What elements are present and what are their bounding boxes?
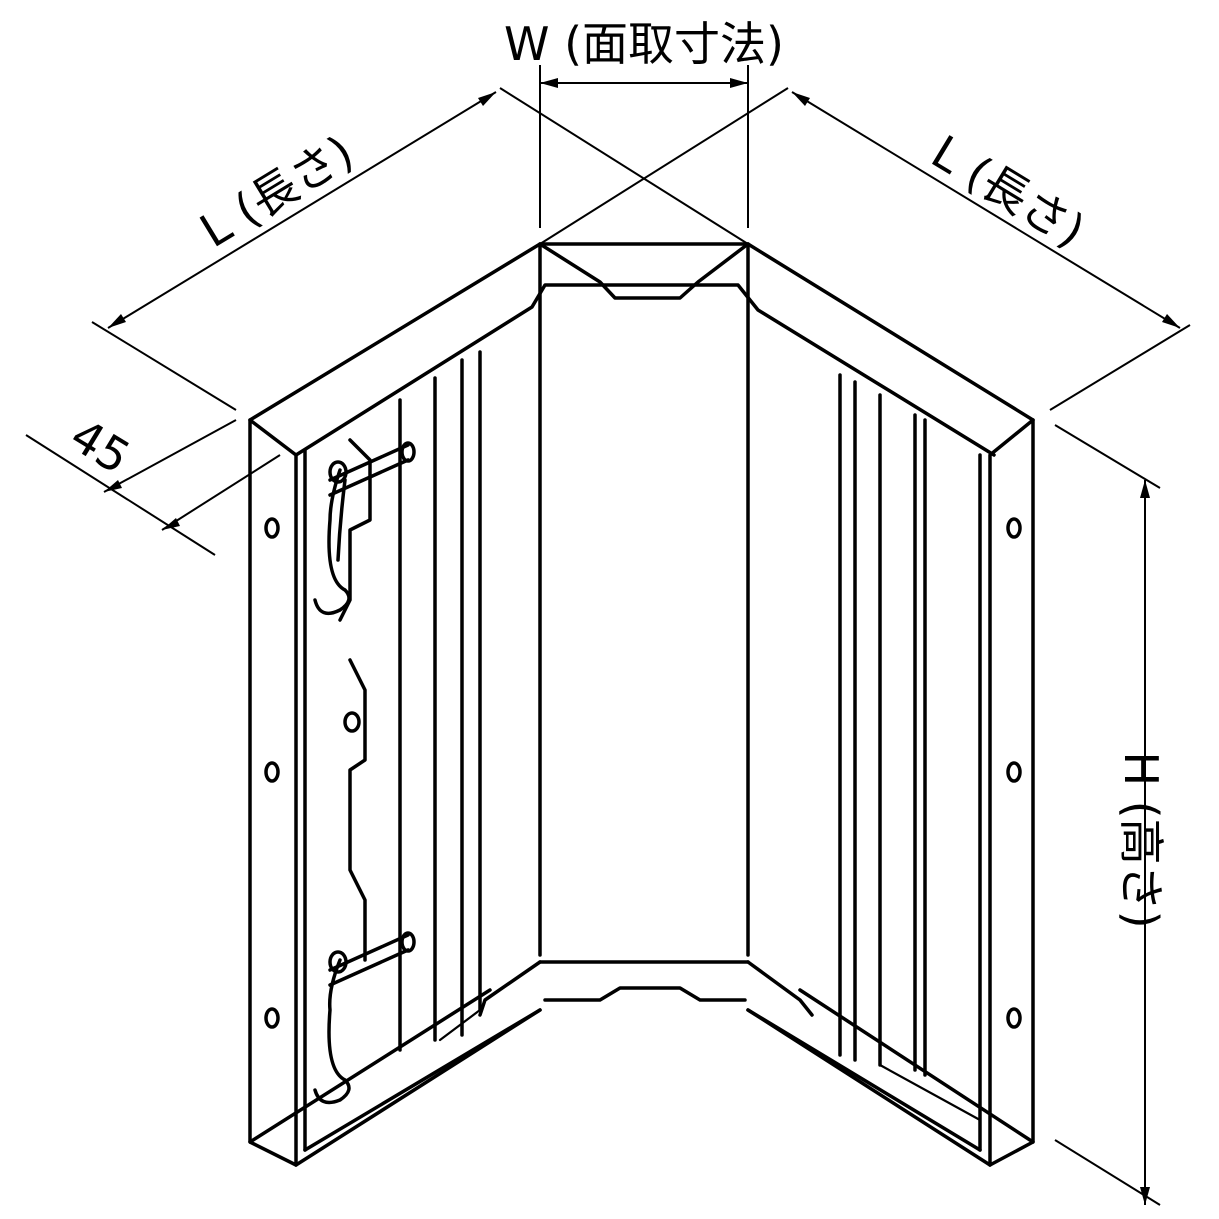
height-label: H (高さ) bbox=[1114, 751, 1168, 928]
height-dimension: H (高さ) bbox=[1054, 424, 1168, 1206]
width-dimension-label: W (面取寸法) bbox=[504, 17, 784, 71]
thickness-label: 45 bbox=[61, 408, 139, 485]
clamp-hardware bbox=[313, 438, 416, 1105]
bolt-holes bbox=[264, 517, 1022, 1029]
right-length-dimension: L (長さ) bbox=[539, 87, 1191, 411]
right-length-label: L (長さ) bbox=[922, 125, 1094, 259]
left-length-dimension: L (長さ) bbox=[91, 87, 749, 411]
left-length-label: L (長さ) bbox=[191, 125, 363, 259]
width-dimension: W (面取寸法) bbox=[504, 17, 784, 228]
corner-piece-body bbox=[248, 242, 1035, 1167]
thickness-dimension: 45 bbox=[25, 408, 281, 556]
